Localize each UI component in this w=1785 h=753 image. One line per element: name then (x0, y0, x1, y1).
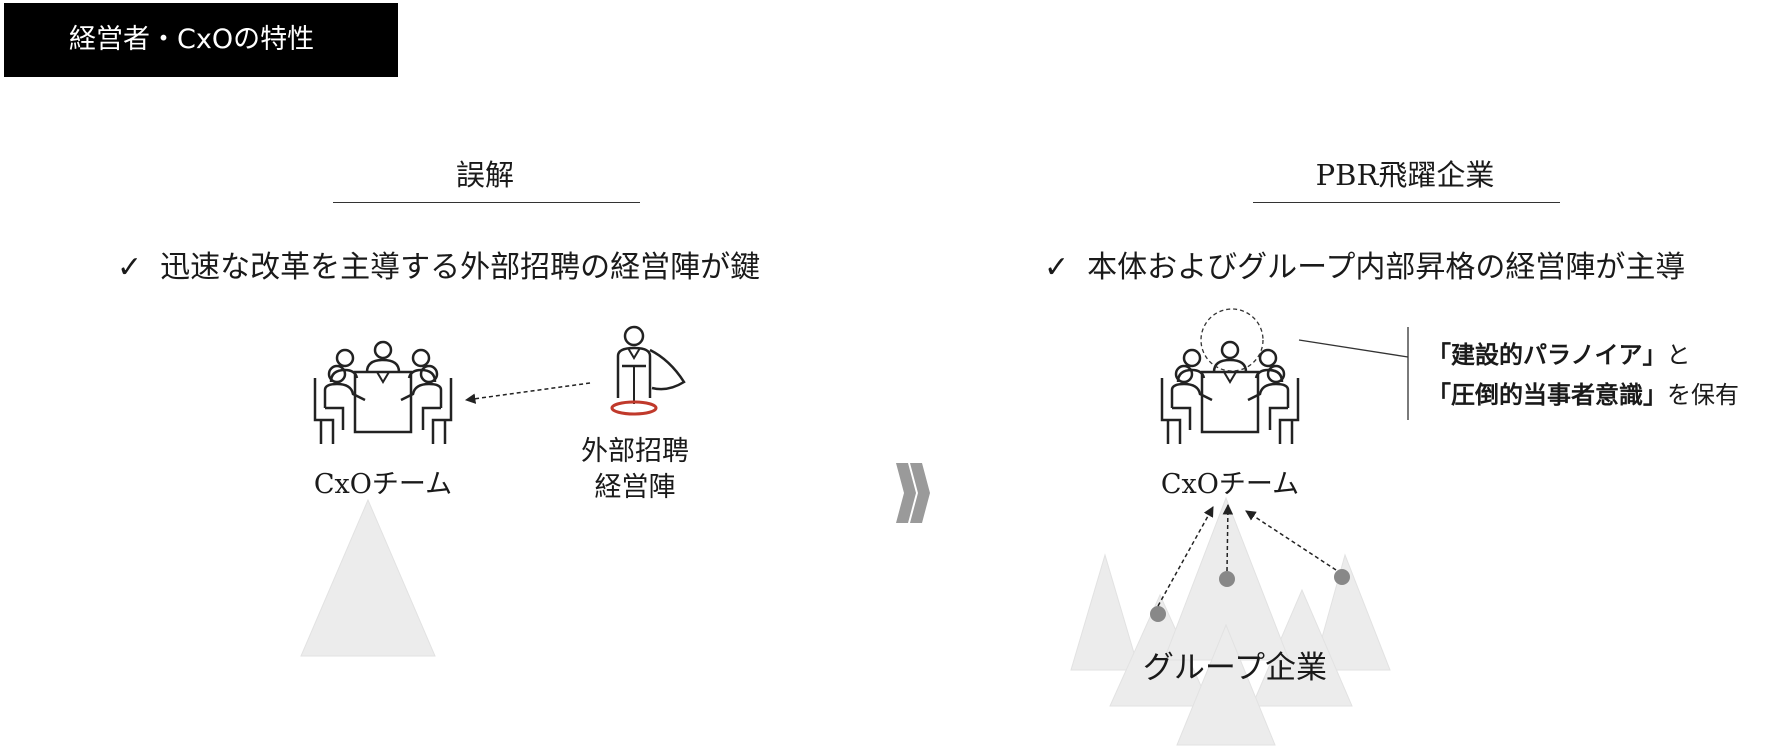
subsidiary-dot (1150, 606, 1166, 622)
chevron-double-right-icon (896, 463, 930, 523)
section-tag: 経営者・CxOの特性 (4, 3, 398, 77)
callout-quote: 「建設的パラノイア」と 「圧倒的当事者意識」を保有 (1427, 335, 1739, 415)
right-point: ✓ 本体およびグループ内部昇格の経営陣が主導 (1044, 242, 1685, 286)
right-heading-rule (1253, 202, 1560, 203)
group-companies-label: グループ企業 (1142, 650, 1328, 686)
highlight-circle (1200, 308, 1264, 372)
check-icon: ✓ (1044, 250, 1070, 285)
external-exec-label-line1: 外部招聘 (581, 436, 689, 467)
external-exec-label: 外部招聘 経営陣 (560, 434, 710, 506)
left-point-text: 迅速な改革を主導する外部招聘の経営陣が鍵 (160, 250, 761, 285)
right-heading: PBR飛躍企業 (1315, 158, 1495, 192)
right-point-text: 本体およびグループ内部昇格の経営陣が主導 (1087, 250, 1686, 285)
callout-line-1-bold: 「建設的パラノイア」 (1427, 340, 1667, 369)
meeting-table-icon (1160, 340, 1300, 446)
left-heading: 誤解 (455, 158, 514, 192)
meeting-table-icon (313, 340, 453, 446)
group-triangles (1070, 496, 1391, 746)
subsidiary-dot (1219, 571, 1235, 587)
left-heading-rule (333, 202, 640, 203)
right-team-label: CxOチーム (1160, 469, 1300, 500)
callout-line-1: 「建設的パラノイア」と (1427, 335, 1739, 375)
company-triangle (300, 498, 436, 657)
recruit-arrow (464, 382, 591, 404)
check-icon: ✓ (117, 250, 143, 285)
callout-line-2-bold: 「圧倒的当事者意識」 (1427, 380, 1667, 409)
callout-connector (1298, 339, 1409, 358)
executive-hero-icon (610, 325, 686, 416)
external-exec-label-line2: 経営陣 (594, 472, 676, 503)
callout-line-2-rest: を保有 (1667, 381, 1739, 409)
subsidiary-dot (1334, 569, 1350, 585)
left-team-label: CxOチーム (313, 469, 453, 500)
left-point: ✓ 迅速な改革を主導する外部招聘の経営陣が鍵 (117, 242, 760, 286)
callout-line-2: 「圧倒的当事者意識」を保有 (1427, 375, 1739, 415)
promotion-arrows (1157, 503, 1337, 607)
callout-line-1-rest: と (1666, 341, 1691, 369)
